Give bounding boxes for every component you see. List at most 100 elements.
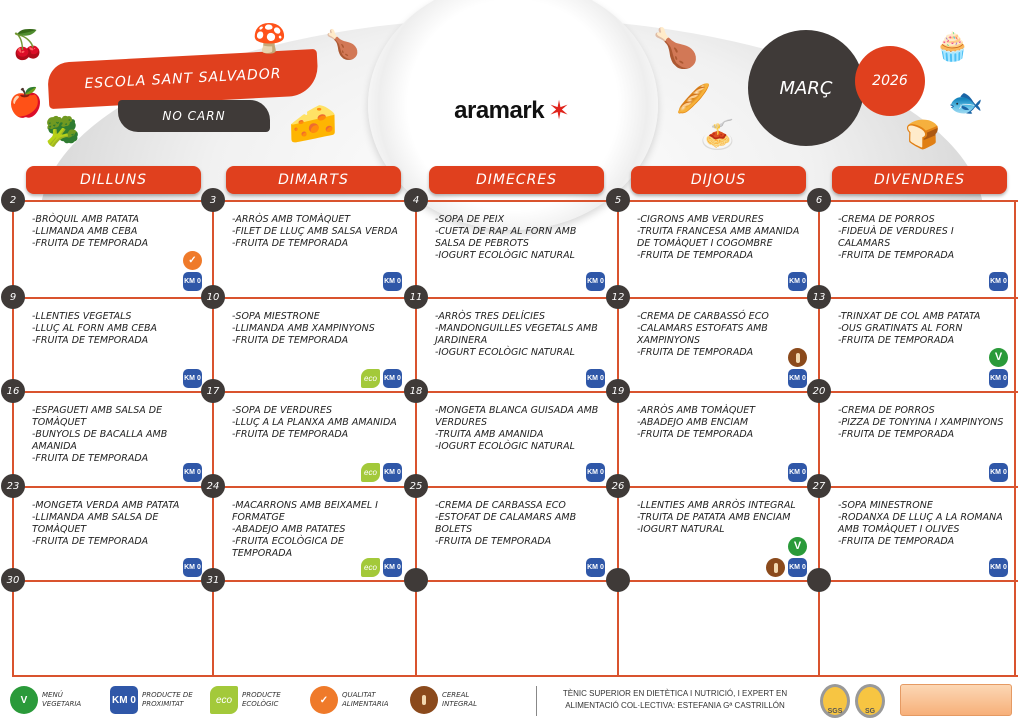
- menu-item: -BRÒQUIL AMB PATATA: [32, 214, 140, 225]
- menu-items: -MONGETA VERDA AMB PATATA-LLIMANDA AMB S…: [32, 500, 198, 548]
- footer-orange-box: [900, 684, 1012, 716]
- day-number: 5: [606, 188, 630, 212]
- day-number: 13: [807, 285, 831, 309]
- day-number: [606, 568, 630, 592]
- day-number: 3: [201, 188, 225, 212]
- day-cell: [617, 580, 817, 675]
- day-cell: -MONGETA BLANCA GUISADA AMB VERDURES-TRU…: [415, 391, 615, 486]
- menu-items: -BRÒQUIL AMB PATATA-LLIMANDA AMB CEBA-FR…: [32, 214, 198, 250]
- menu-item: -FRUITA DE TEMPORADA: [32, 536, 149, 547]
- km0-badge-icon: KM 0: [788, 272, 807, 291]
- veg-badge-icon: V: [989, 348, 1008, 367]
- eco-badge-icon: eco: [361, 369, 380, 388]
- menu-item: -MANDONGUILLES VEGETALS AMB JARDINERA: [435, 323, 598, 346]
- badges: KM 0: [788, 463, 807, 482]
- km0-badge-icon: KM 0: [383, 272, 402, 291]
- menu-item: -OUS GRATINATS AL FORN: [838, 323, 963, 334]
- menu-item: -FRUITA DE TEMPORADA: [838, 335, 955, 346]
- menu-items: -CREMA DE CARBASSA ECO-ESTOFAT DE CALAMA…: [435, 500, 601, 548]
- badges: KM 0: [586, 369, 605, 388]
- menu-item: -LLUÇ A LA PLANXA AMB AMANIDA: [232, 417, 397, 428]
- menu-item: -FRUITA DE TEMPORADA: [32, 453, 149, 464]
- day-number: 11: [404, 285, 428, 309]
- day-cell: [12, 580, 212, 675]
- legend-label: CEREAL INTEGRAL: [442, 691, 477, 708]
- menu-item: -CREMA DE CARBASSÓ ECO: [637, 311, 769, 322]
- km0-badge-icon: KM 0: [183, 463, 202, 482]
- day-number: 18: [404, 379, 428, 403]
- day-number: 4: [404, 188, 428, 212]
- menu-items: -CREMA DE PORROS-PIZZA DE TONYINA I XAMP…: [838, 405, 1004, 441]
- chicken-leg-icon: 🍗: [325, 28, 360, 61]
- menu-item: -IOGURT ECOLÒGIC NATURAL: [435, 441, 575, 452]
- day-number: 23: [1, 474, 25, 498]
- day-cell: -LLENTIES AMB ARRÒS INTEGRAL-TRUITA DE P…: [617, 486, 817, 581]
- menu-item: -FRUITA DE TEMPORADA: [435, 536, 552, 547]
- badges: KM 0: [788, 272, 807, 291]
- km0-badge-icon: KM 0: [183, 558, 202, 577]
- day-cell: [212, 580, 412, 675]
- toast-icon: 🍞: [905, 118, 940, 151]
- menu-items: -ARRÒS AMB TOMÀQUET-ABADEJO AMB ENCIAM-F…: [637, 405, 803, 441]
- menu-item: -MACARRONS AMB BEIXAMEL I FORMATGE: [232, 500, 378, 523]
- day-number: 24: [201, 474, 225, 498]
- cheese-icon: 🧀: [288, 101, 338, 147]
- pasta-icon: 🍝: [700, 118, 735, 151]
- badges: ✓KM 0: [183, 251, 202, 291]
- day-number: [404, 568, 428, 592]
- roast-chicken-icon: 🍗: [652, 26, 700, 70]
- cherries-icon: 🍒: [10, 28, 45, 61]
- grid-line: [12, 580, 1018, 582]
- grid-line: [12, 297, 1018, 299]
- menu-item: -SOPA MIESTRONE: [232, 311, 320, 322]
- menu-item: -FRUITA DE TEMPORADA: [32, 238, 149, 249]
- menu-item: -LLIMANDA AMB XAMPINYONS: [232, 323, 375, 334]
- km0-badge-icon: KM 0: [110, 686, 138, 714]
- year-badge: 2026: [855, 46, 925, 116]
- legend-label: MENÚ VEGETARIA: [42, 691, 82, 708]
- km0-badge-icon: KM 0: [183, 369, 202, 388]
- menu-item: -MONGETA BLANCA GUISADA AMB VERDURES: [435, 405, 599, 428]
- day-cell: [415, 580, 615, 675]
- day-cell: -BRÒQUIL AMB PATATA-LLIMANDA AMB CEBA-FR…: [12, 200, 212, 295]
- menu-items: -CREMA DE PORROS-FIDEUÀ DE VERDURES I CA…: [838, 214, 1004, 262]
- menu-items: -ARRÒS TRES DELÍCIES-MANDONGUILLES VEGET…: [435, 311, 601, 359]
- legend-label: PRODUCTE DE PROXIMITAT: [142, 691, 193, 708]
- menu-item: -RODANXA DE LLUÇ A LA ROMANA AMB TOMÀQUE…: [838, 512, 1003, 535]
- menu-item: -FILET DE LLUÇ AMB SALSA VERDA: [232, 226, 398, 237]
- menu-items: -MONGETA BLANCA GUISADA AMB VERDURES-TRU…: [435, 405, 601, 453]
- day-number: 26: [606, 474, 630, 498]
- menu-items: -SOPA DE VERDURES-LLUÇ A LA PLANXA AMB A…: [232, 405, 398, 441]
- day-cell: -CREMA DE PORROS-FIDEUÀ DE VERDURES I CA…: [818, 200, 1018, 295]
- badges: KM 0: [383, 272, 402, 291]
- grid-line: [12, 200, 14, 677]
- aramark-logo: aramark ✶: [425, 62, 599, 160]
- badges: KM 0: [586, 463, 605, 482]
- menu-items: -LLENTIES AMB ARRÒS INTEGRAL-TRUITA DE P…: [637, 500, 803, 536]
- footer-divider: [536, 686, 537, 716]
- menu-item: -FRUITA DE TEMPORADA: [637, 250, 754, 261]
- menu-item: -LLIMANDA AMB SALSA DE TOMÀQUET: [32, 512, 159, 535]
- km0-badge-icon: KM 0: [989, 558, 1008, 577]
- menu-item: -FRUITA DE TEMPORADA: [838, 536, 955, 547]
- legend-label: PRODUCTE ECOLÒGIC: [242, 691, 281, 708]
- day-cell: -SOPA MIESTRONE-LLIMANDA AMB XAMPINYONS-…: [212, 297, 412, 392]
- sgs-certification-seal: SGS: [820, 684, 850, 718]
- veg-badge-icon: V: [788, 537, 807, 556]
- cereal-badge-icon: [788, 348, 807, 367]
- menu-items: -SOPA MIESTRONE-LLIMANDA AMB XAMPINYONS-…: [232, 311, 398, 347]
- grid-line: [12, 391, 1018, 393]
- cert-label: SGS: [827, 708, 843, 715]
- menu-item: -ESTOFAT DE CALAMARS AMB BOLETS: [435, 512, 577, 535]
- km0-badge-icon: KM 0: [183, 272, 202, 291]
- menu-item: -TRUITA FRANCESA AMB AMANIDA DE TOMÀQUET…: [637, 226, 800, 249]
- day-cell: -SOPA DE PEIX-CUETA DE RAP AL FORN AMB S…: [415, 200, 615, 295]
- badges: KM 0: [989, 272, 1008, 291]
- day-cell: -ARRÒS AMB TOMÀQUET-FILET DE LLUÇ AMB SA…: [212, 200, 412, 295]
- menu-item: -FRUITA DE TEMPORADA: [232, 335, 349, 346]
- grid-line: [415, 200, 417, 677]
- menu-items: -CREMA DE CARBASSÓ ECO-CALAMARS ESTOFATS…: [637, 311, 803, 359]
